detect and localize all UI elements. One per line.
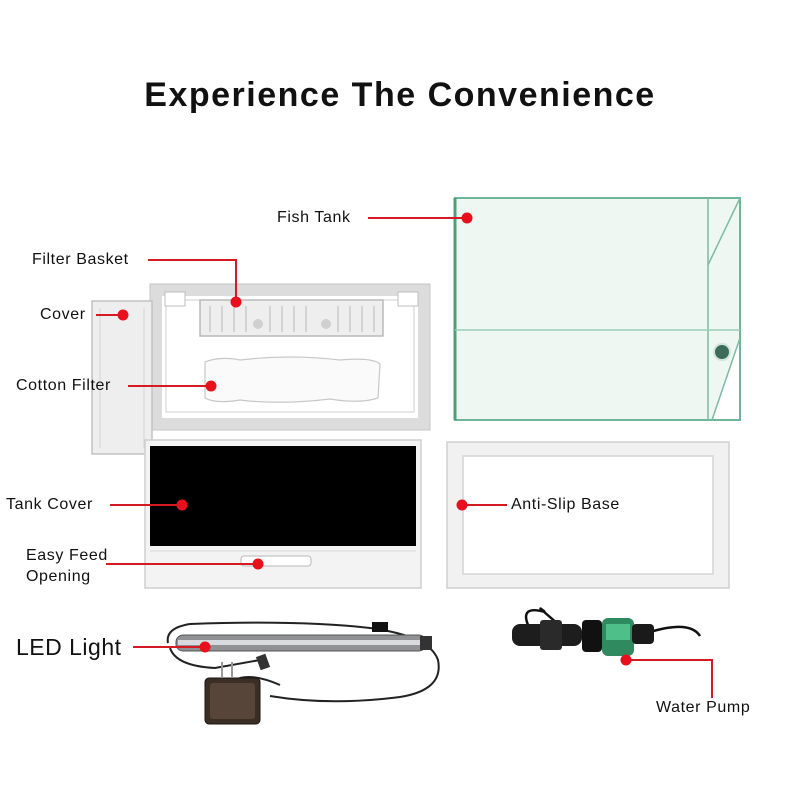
marker-filter-basket <box>230 296 242 308</box>
tank-cover <box>144 439 422 589</box>
fish-tank <box>453 197 741 421</box>
marker-tank-cover <box>176 499 188 511</box>
water-pump <box>512 607 702 656</box>
drain-fitting <box>713 343 731 361</box>
label-easy-feed-line2: Opening <box>26 568 91 585</box>
led-light <box>166 621 440 725</box>
cotton-filter <box>204 356 381 403</box>
label-fish-tank: Fish Tank <box>277 209 351 226</box>
label-tank-cover: Tank Cover <box>6 496 93 513</box>
label-easy-feed-line1: Easy Feed <box>26 547 108 564</box>
anti-slip-base <box>446 441 730 589</box>
label-easy-feed-opening: Easy Feed Opening <box>26 545 108 587</box>
marker-cover <box>117 309 129 321</box>
marker-anti-slip-base <box>456 499 468 511</box>
marker-fish-tank <box>461 212 473 224</box>
filter-frame <box>149 283 431 431</box>
label-anti-slip-base: Anti-Slip Base <box>511 496 620 513</box>
label-cover: Cover <box>40 306 86 323</box>
marker-easy-feed <box>252 558 264 570</box>
marker-water-pump <box>620 654 632 666</box>
power-adapter <box>204 662 261 725</box>
label-filter-basket: Filter Basket <box>32 251 129 268</box>
cover-strip <box>91 300 153 455</box>
marker-cotton-filter <box>205 380 217 392</box>
leader-lines <box>96 217 713 698</box>
marker-dots <box>117 212 632 666</box>
label-cotton-filter: Cotton Filter <box>16 377 111 394</box>
label-water-pump: Water Pump <box>656 699 751 716</box>
marker-led-light <box>199 641 211 653</box>
page-title: Experience The Convenience <box>144 76 656 114</box>
label-led-light: LED Light <box>16 634 122 660</box>
filter-basket <box>199 299 384 337</box>
